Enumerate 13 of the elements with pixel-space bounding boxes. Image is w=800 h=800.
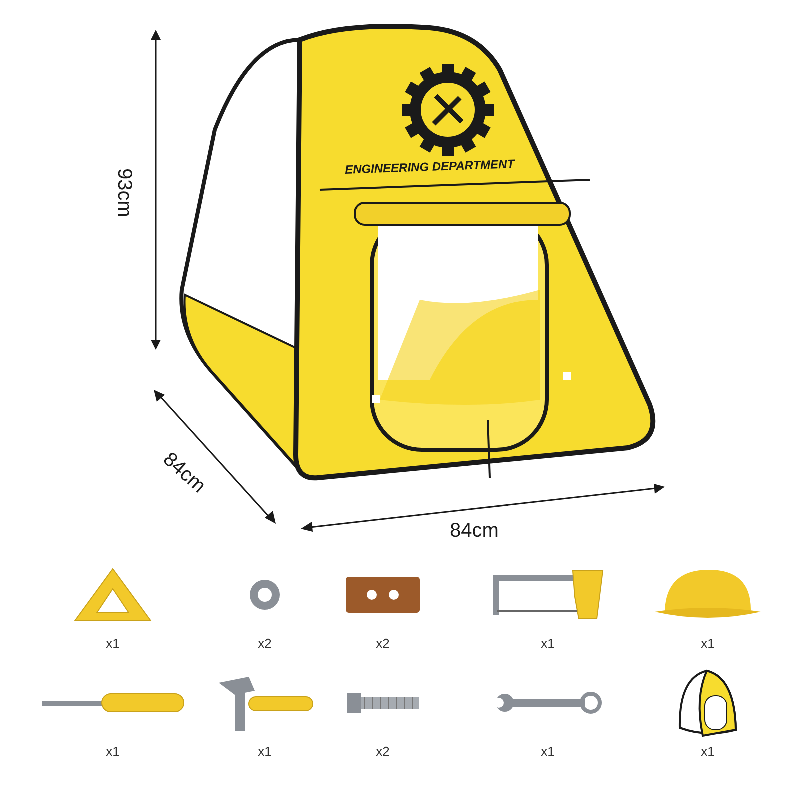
quantity-label: x2 bbox=[376, 635, 390, 653]
quantity-label: x1 bbox=[541, 743, 555, 761]
quantity-label: x2 bbox=[258, 635, 272, 653]
quantity-label: x1 bbox=[541, 635, 555, 653]
quantity-label: x1 bbox=[701, 635, 715, 653]
quantity-label: x1 bbox=[106, 635, 120, 653]
quantity-label: x1 bbox=[701, 743, 715, 761]
quantity-label: x1 bbox=[258, 743, 272, 761]
dimension-label: 84cm bbox=[450, 519, 499, 544]
printed-heading: ENGINEERING DEPARTMENT bbox=[344, 156, 515, 179]
quantity-label: x2 bbox=[376, 743, 390, 761]
dimension-label: 93cm bbox=[112, 168, 136, 218]
quantity-label: x1 bbox=[106, 743, 120, 761]
